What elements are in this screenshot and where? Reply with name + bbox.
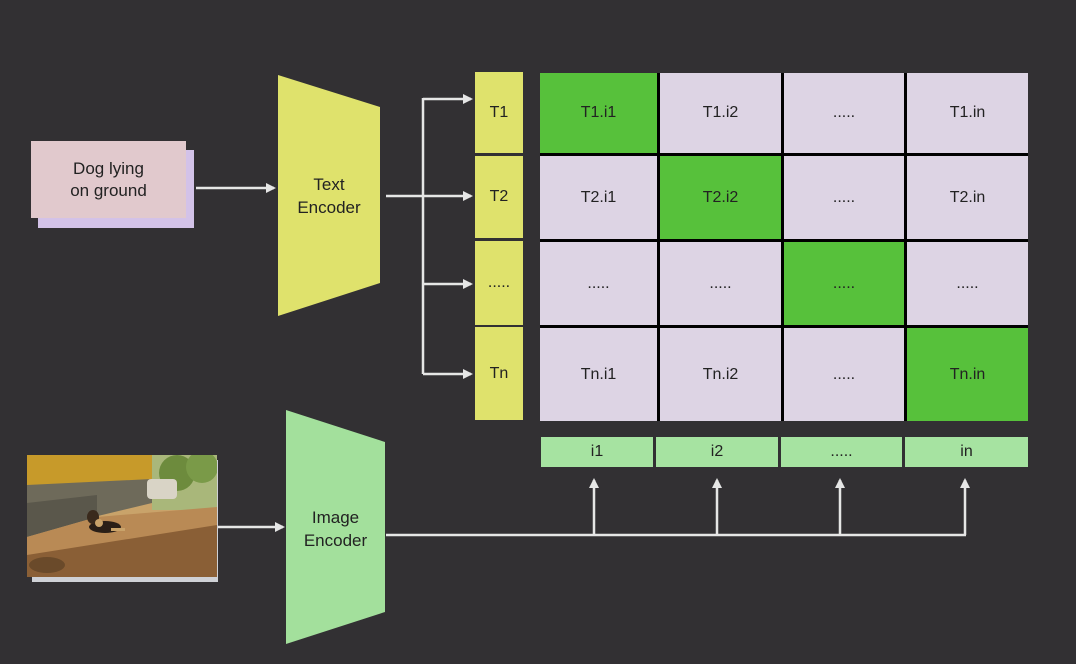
text-encoder-label: Text Encoder — [278, 173, 380, 219]
image-vector-i2: i2 — [656, 437, 778, 467]
text-vector-t3: ..... — [475, 241, 523, 325]
image-vector-i3: ..... — [781, 437, 902, 467]
image-encoder-line1: Image — [311, 508, 360, 527]
matrix-cell-3-1: ..... — [540, 242, 657, 325]
matrix-cell-2-4: T2.in — [907, 156, 1028, 239]
matrix-cell-4-3: ..... — [784, 328, 904, 421]
text-vector-t2: T2 — [475, 156, 523, 238]
matrix-cell-1-4: T1.in — [907, 73, 1028, 153]
matrix-cell-3-4: ..... — [907, 242, 1028, 325]
text-vector-t1: T1 — [475, 72, 523, 153]
image-encoder-label: Image Encoder — [286, 506, 385, 552]
text-encoder-line2: Encoder — [297, 198, 361, 217]
image-encoder-shape — [286, 410, 385, 644]
matrix-cell-1-3: ..... — [784, 73, 904, 153]
text-input-line2: on ground — [70, 180, 147, 200]
text-encoder-shape — [278, 75, 380, 316]
matrix-cell-2-1: T2.i1 — [540, 156, 657, 239]
similarity-matrix: T1.i1 T1.i2 ..... T1.in T2.i1 T2.i2 ....… — [540, 73, 1028, 421]
matrix-cell-4-2: Tn.i2 — [660, 328, 781, 421]
text-input-line1: Dog lying — [73, 158, 144, 178]
image-vector-i1: i1 — [541, 437, 653, 467]
matrix-cell-2-2: T2.i2 — [660, 156, 781, 239]
matrix-cell-2-3: ..... — [784, 156, 904, 239]
dog-photo — [27, 455, 217, 577]
matrix-cell-1-1: T1.i1 — [540, 73, 657, 153]
matrix-cell-4-1: Tn.i1 — [540, 328, 657, 421]
image-vector-in: in — [905, 437, 1028, 467]
matrix-cell-4-4: Tn.in — [907, 328, 1028, 421]
matrix-cell-3-2: ..... — [660, 242, 781, 325]
text-vector-tn: Tn — [475, 327, 523, 420]
matrix-cell-3-3: ..... — [784, 242, 904, 325]
image-encoder-line2: Encoder — [303, 531, 368, 550]
text-encoder-line1: Text — [313, 175, 345, 194]
text-input-card: Dog lying on ground — [31, 141, 186, 218]
matrix-cell-1-2: T1.i2 — [660, 73, 781, 153]
